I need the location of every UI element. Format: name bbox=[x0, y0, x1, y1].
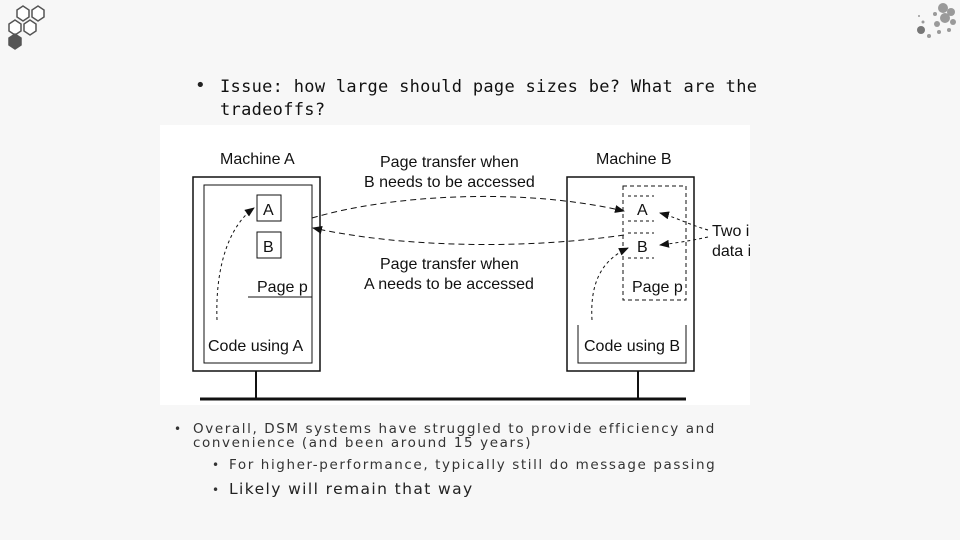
transfer-bottom-line1: Page transfer when bbox=[380, 256, 519, 273]
machine-b-label: Machine B bbox=[596, 151, 672, 168]
machine-a-page-label: Page p bbox=[257, 279, 308, 296]
issue-bullet-text: Issue: how large should page sizes be? W… bbox=[220, 77, 758, 120]
machine-a-label: Machine A bbox=[220, 151, 295, 168]
independent-arrow-b bbox=[659, 236, 709, 248]
bullet-icon: • bbox=[212, 458, 220, 472]
bullet-icon: • bbox=[174, 422, 182, 436]
transfer-a-to-b-arrow bbox=[311, 195, 625, 219]
independent-label-line2: data items bbox=[712, 243, 750, 260]
independent-label-line1: Two independent bbox=[712, 223, 750, 240]
transfer-top-line1: Page transfer when bbox=[380, 154, 519, 171]
point-3-text: Likely will remain that way bbox=[229, 480, 474, 498]
point-1-text: Overall, DSM systems have struggled to p… bbox=[193, 421, 716, 451]
bullet-icon: • bbox=[212, 483, 220, 497]
transfer-top-line2: B needs to be accessed bbox=[364, 174, 535, 191]
dot-sphere-logo-icon bbox=[917, 3, 956, 38]
dsm-page-transfer-diagram: Machine A A B Page p Code using A Machin… bbox=[160, 125, 834, 405]
transfer-bottom-line2: A needs to be accessed bbox=[364, 276, 534, 293]
diagram-svg: Machine A A B Page p Code using A Machin… bbox=[192, 151, 834, 401]
machine-b-box bbox=[566, 176, 695, 372]
machine-b-code-label: Code using B bbox=[584, 338, 680, 355]
machine-b-dashed-page bbox=[622, 185, 687, 301]
point-2-text: For higher-performance, typically still … bbox=[229, 457, 717, 473]
machine-a-code-frame bbox=[203, 325, 313, 364]
transfer-b-to-a-arrow bbox=[312, 226, 625, 246]
machine-b-code-frame bbox=[577, 325, 687, 364]
machine-a-item-a-box bbox=[256, 194, 282, 222]
independent-arrow-a bbox=[659, 211, 709, 231]
machine-a-item-a: A bbox=[263, 202, 274, 219]
bullet-icon: • bbox=[195, 75, 206, 96]
machine-b-page-label: Page p bbox=[632, 279, 683, 296]
hexagon-logo-icon bbox=[8, 5, 45, 50]
machine-a-inner-frame bbox=[203, 184, 313, 353]
machine-a-code-label: Code using A bbox=[208, 338, 304, 355]
machine-b-item-a: A bbox=[637, 202, 648, 219]
machine-a-item-b: B bbox=[263, 239, 274, 256]
machine-a-access-arrow bbox=[216, 207, 255, 321]
machine-b-item-b: B bbox=[637, 239, 648, 256]
machine-a-item-b-box bbox=[256, 231, 282, 259]
